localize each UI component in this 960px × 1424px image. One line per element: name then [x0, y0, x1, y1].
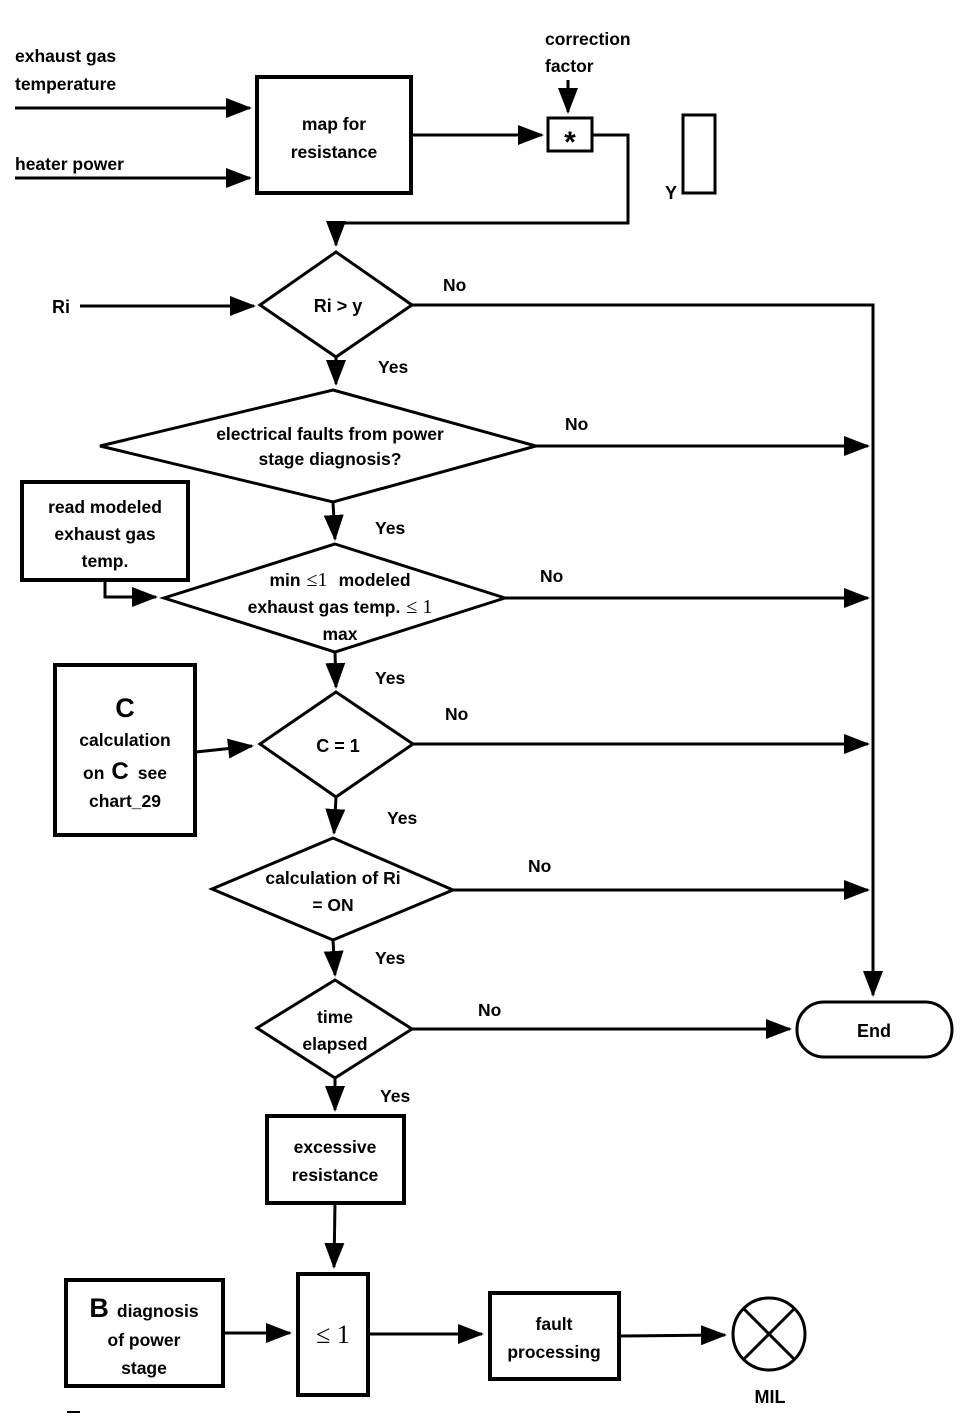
on-text: on [83, 763, 104, 783]
correction-factor-label-line2: factor [545, 56, 594, 76]
exhaust-temp-text: exhaust gas temp. [248, 597, 401, 617]
heater-power-label: heater power [15, 154, 124, 174]
terminal-end [795, 1000, 954, 1059]
see-text: see [138, 763, 167, 783]
c-calculation-big-c: C [115, 693, 135, 723]
branch-yes-6: Yes [380, 1086, 410, 1106]
branch-yes-3: Yes [375, 668, 405, 688]
decision-modeled-temp-line1: min ≤1 modeled [269, 569, 410, 591]
decision-c-equals-1-text: C = 1 [316, 736, 360, 756]
map-for-resistance-line2: resistance [291, 142, 378, 162]
c-calculation-line4: chart_29 [89, 791, 161, 811]
c-box-to-decision-arrow [195, 738, 254, 759]
branch-no-5: No [528, 856, 551, 876]
decision-ri-gt-y-text: Ri > y [314, 296, 363, 316]
branch-no-6: No [478, 1000, 501, 1020]
decision-calculation-of-ri [208, 836, 457, 942]
branch-no-1: No [443, 275, 466, 295]
diagnosis-text: diagnosis [117, 1301, 199, 1321]
decision-calculation-of-ri-line1: calculation of Ri [265, 868, 400, 888]
b-symbol: B [89, 1293, 109, 1323]
ri-label: Ri [52, 297, 70, 317]
excessive-resistance-line2: resistance [292, 1165, 379, 1185]
branch-no-2: No [565, 414, 588, 434]
b-diagnosis-line3: stage [121, 1358, 167, 1378]
fault-to-mil-arrow [618, 1325, 727, 1346]
no-collector-line [412, 303, 883, 997]
multiplier-to-decision-path [326, 133, 630, 247]
yes-arrow-2 [323, 501, 344, 541]
decision-time-elapsed [254, 978, 415, 1080]
process-fault-processing [488, 1291, 621, 1381]
process-c-calculation [53, 663, 197, 837]
read-modeled-line3: temp. [82, 551, 129, 571]
min-text: min [269, 570, 300, 590]
decision-electrical-faults-line1: electrical faults from power [216, 424, 444, 444]
excessive-resistance-line1: excessive [294, 1137, 377, 1157]
branch-no-4: No [445, 704, 468, 724]
decision-time-elapsed-line1: time [317, 1007, 353, 1027]
branch-yes-1: Yes [378, 357, 408, 377]
read-modeled-line2: exhaust gas [54, 524, 155, 544]
correction-factor-label-line1: correction [545, 29, 631, 49]
yes-arrow-3 [325, 651, 346, 689]
process-excessive-resistance [265, 1114, 406, 1205]
terminal-end-text: End [857, 1021, 891, 1041]
c-calculation-line2: calculation [79, 730, 170, 750]
le1-symbol-a: ≤1 [307, 569, 328, 591]
branch-no-3: No [540, 566, 563, 586]
read-modeled-line1: read modeled [48, 497, 162, 517]
branch-yes-5: Yes [375, 948, 405, 968]
modeled-text: modeled [339, 570, 411, 590]
b-diagnosis-line2: of power [108, 1330, 181, 1350]
read-modeled-to-decision-arrow [103, 580, 158, 607]
le1-symbol-b: ≤ 1 [406, 596, 432, 618]
excessive-to-gate-arrow [324, 1202, 345, 1269]
branch-yes-2: Yes [375, 518, 405, 538]
gate-le-one-text: ≤ 1 [316, 1320, 350, 1349]
yes-arrow-5 [323, 939, 344, 977]
mil-label: MIL [755, 1387, 786, 1407]
decision-calculation-of-ri-line2: = ON [312, 895, 353, 915]
fault-processing-line1: fault [536, 1314, 573, 1334]
process-map-for-resistance [255, 75, 413, 195]
fault-processing-line2: processing [507, 1342, 600, 1362]
map-for-resistance-line1: map for [302, 114, 366, 134]
decision-time-elapsed-line2: elapsed [302, 1034, 367, 1054]
c-symbol: C [111, 758, 128, 785]
decision-modeled-temp-line2: exhaust gas temp.≤ 1 [248, 596, 433, 618]
mil-lamp-cross-2 [742, 1307, 796, 1361]
yes-arrow-4 [325, 796, 346, 835]
branch-yes-4: Yes [387, 808, 417, 828]
decision-electrical-faults-line2: stage diagnosis? [259, 449, 402, 469]
y-threshold-label: Y [665, 183, 677, 203]
multiplier-symbol: * [564, 126, 576, 159]
decision-modeled-temp-line3: max [322, 624, 357, 644]
multiplier-box [546, 116, 594, 153]
y-threshold-box [681, 113, 717, 195]
exhaust-gas-label-line1: exhaust gas [15, 46, 116, 66]
exhaust-gas-label-line2: temperature [15, 74, 116, 94]
